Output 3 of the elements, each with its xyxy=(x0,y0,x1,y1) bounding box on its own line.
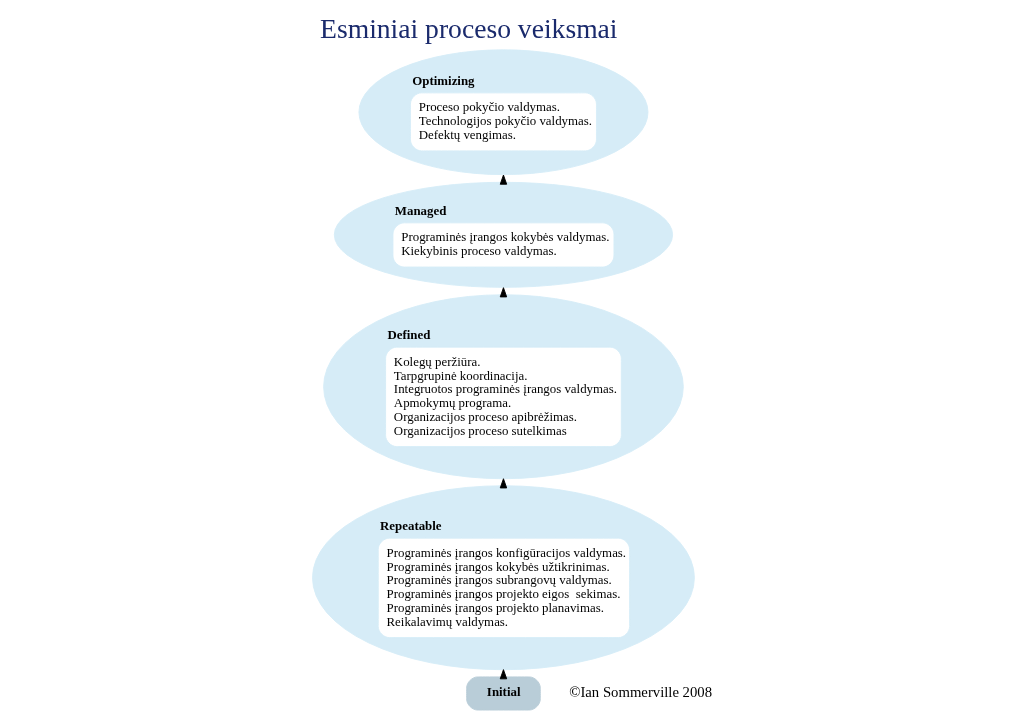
node-ellipse: Optimizing Proceso pokyčio valdymas. Technologijos pokyčio valdymas. Defektų vengimas. xyxy=(357,49,648,176)
diagram-title: Esminiai proceso veiksmai xyxy=(319,12,618,44)
label: ©Ian Sommerville 2008 xyxy=(568,683,712,700)
